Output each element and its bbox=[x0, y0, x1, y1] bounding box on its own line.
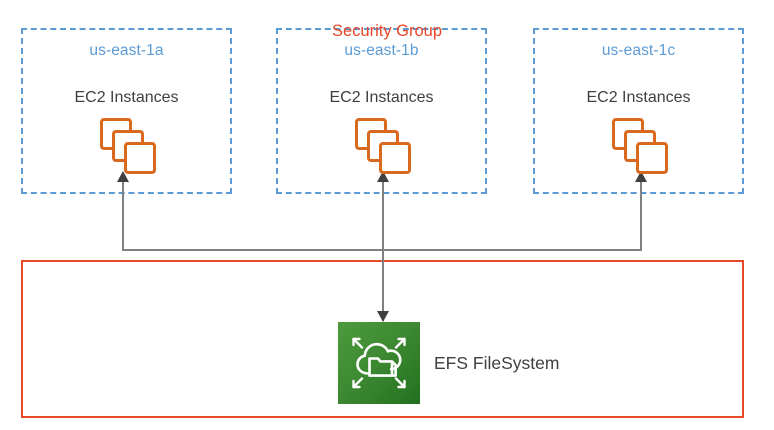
availability-zone-box-us-east-1a: us-east-1a EC2 Instances bbox=[21, 28, 232, 194]
availability-zone-label: us-east-1a bbox=[89, 42, 164, 59]
ec2-instances-icon bbox=[611, 118, 668, 174]
connector-vertical-az2 bbox=[382, 182, 384, 251]
availability-zone-box-us-east-1c: us-east-1c EC2 Instances bbox=[533, 28, 744, 194]
ec2-instance-square-front bbox=[123, 142, 156, 174]
connector-vertical-az3 bbox=[640, 182, 642, 251]
ec2-instances-label: EC2 Instances bbox=[586, 89, 691, 106]
efs-filesystem-icon bbox=[338, 322, 420, 404]
ec2-instance-square-front bbox=[635, 142, 668, 174]
security-group-label: Security Group bbox=[331, 22, 443, 40]
connector-vertical-to-efs bbox=[382, 249, 384, 321]
availability-zone-label: us-east-1c bbox=[601, 42, 676, 59]
connector-vertical-az1 bbox=[122, 182, 124, 251]
availability-zone-label: us-east-1b bbox=[344, 42, 419, 59]
arrow-up-icon-az2 bbox=[377, 171, 389, 182]
ec2-instances-icon bbox=[354, 118, 411, 174]
efs-filesystem-label: EFS FileSystem bbox=[434, 352, 560, 373]
arrow-up-icon-az1 bbox=[117, 171, 129, 182]
efs-filesystem-group: EFS FileSystem bbox=[338, 322, 559, 404]
ec2-instances-label: EC2 Instances bbox=[329, 89, 434, 106]
arrow-up-icon-az3 bbox=[635, 171, 647, 182]
ec2-instances-icon bbox=[99, 118, 156, 174]
availability-zone-box-us-east-1b: us-east-1b EC2 Instances bbox=[276, 28, 487, 194]
ec2-instances-label: EC2 Instances bbox=[74, 89, 179, 106]
ec2-instance-square-front bbox=[378, 142, 411, 174]
arrow-down-icon-efs bbox=[377, 311, 389, 322]
